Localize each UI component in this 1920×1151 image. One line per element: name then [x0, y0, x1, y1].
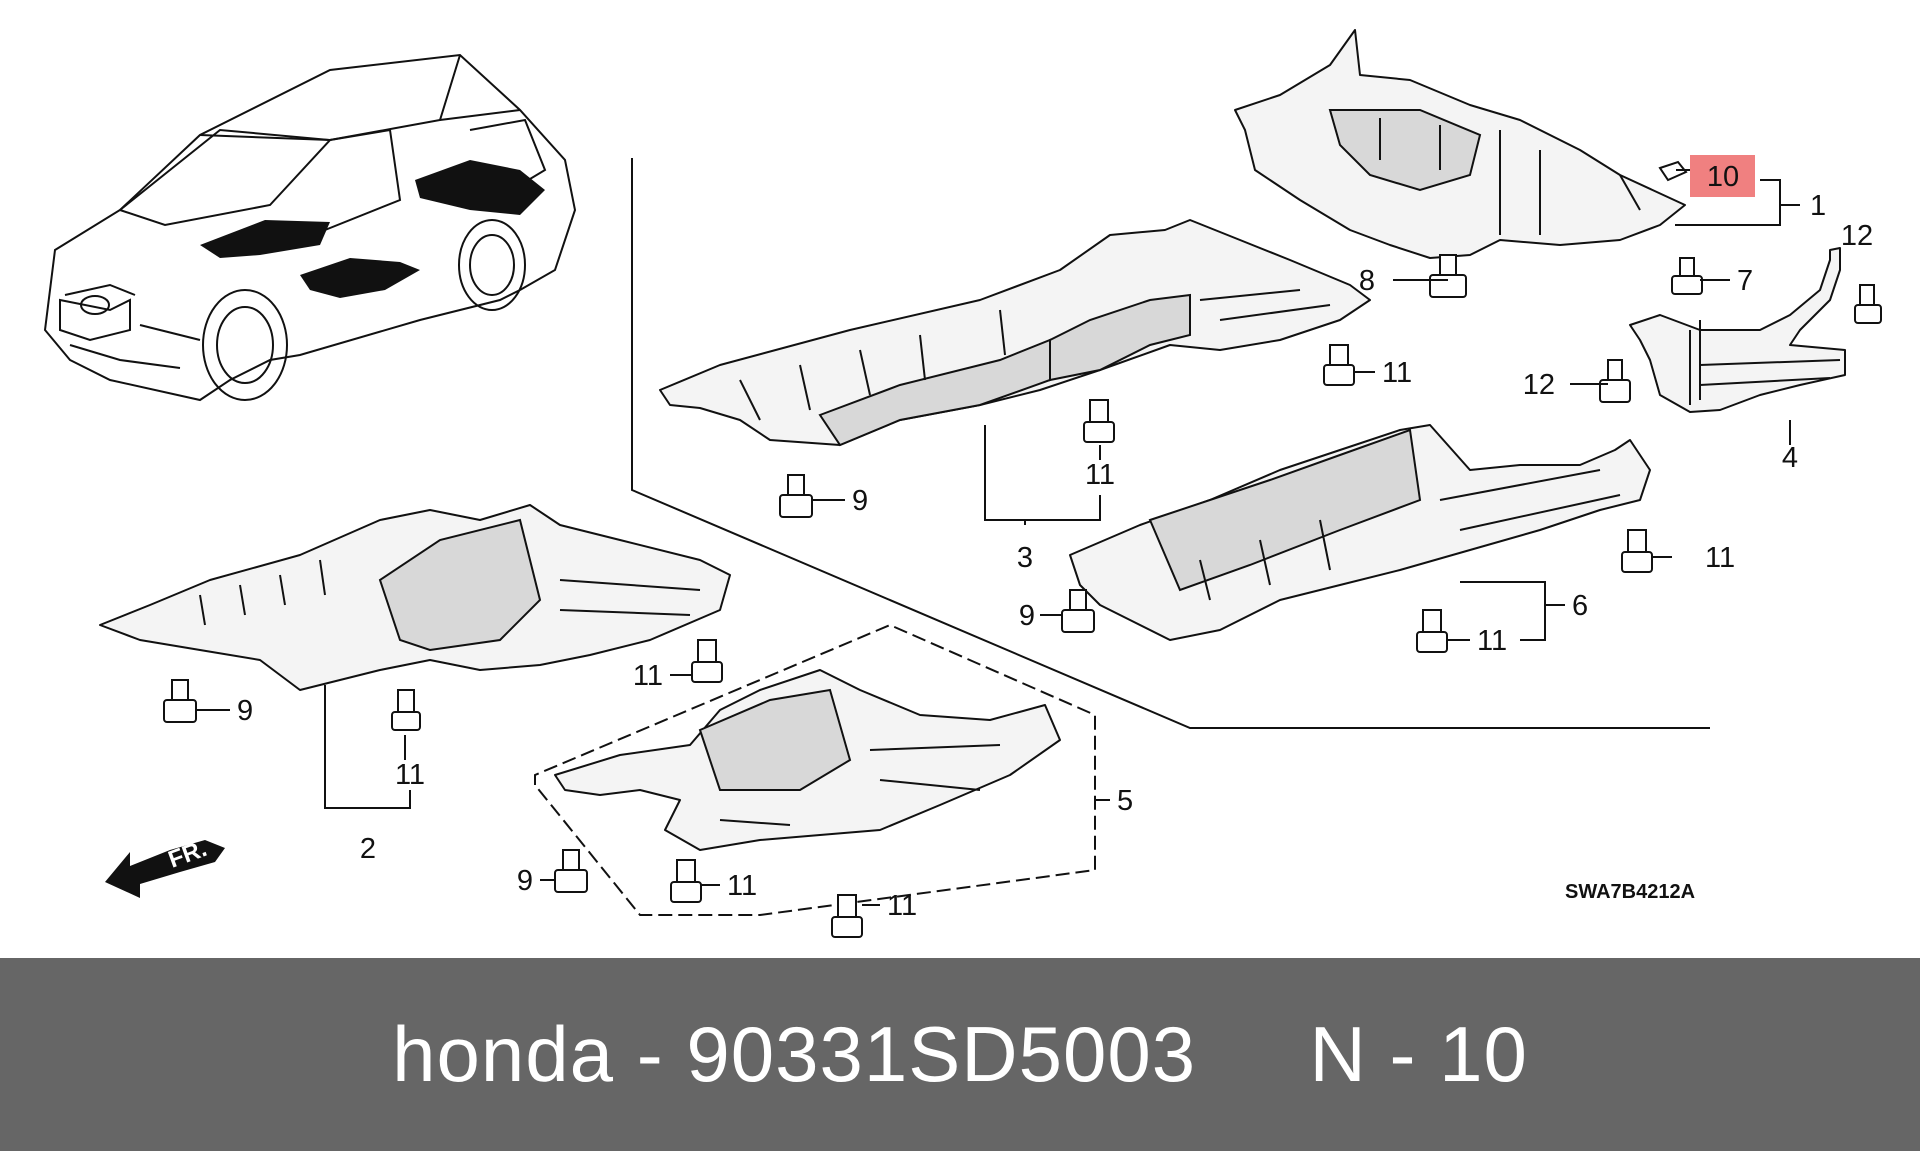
- callout-1: 1: [1810, 190, 1826, 222]
- bolt-12-right: [1854, 284, 1882, 324]
- clip-11-part6: [1416, 609, 1448, 653]
- part-4-bracket: [1629, 247, 1846, 413]
- callout-11-left: 11: [395, 759, 425, 791]
- clip-11-mid: [1083, 399, 1115, 443]
- clip-10: [1658, 160, 1688, 182]
- vehicle-illustration: [43, 53, 577, 402]
- part-6-cover: [1069, 424, 1651, 641]
- callout-12a: 12: [1841, 220, 1873, 252]
- bolt-12-left: [1599, 359, 1631, 403]
- clip-11-part2: [691, 639, 723, 683]
- highlight-box-10: [1690, 155, 1755, 197]
- callout-8: 8: [1359, 265, 1375, 297]
- front-direction-arrow: FR.: [105, 835, 225, 898]
- clip-11-top: [1323, 344, 1355, 386]
- callout-9-center: 9: [852, 485, 868, 517]
- diagram-canvas: 10 1 12 8 7 12 4 11 11 9 3 11 6 9 11 9 1…: [43, 29, 1882, 938]
- callout-9-left: 9: [237, 695, 253, 727]
- part-5-cover: [534, 623, 1096, 916]
- callout-11-right: 11: [1705, 542, 1735, 574]
- leader-lines: [196, 169, 1800, 906]
- clip-11-right: [1621, 529, 1653, 573]
- part-number-caption: honda - 90331SD5003 N - 10: [392, 1010, 1528, 1098]
- bolt-9-center: [779, 474, 813, 518]
- bolt-9-right: [1061, 589, 1095, 633]
- callout-11-bottom-a: 11: [727, 870, 757, 902]
- callout-11-part2: 11: [633, 660, 663, 692]
- clip-11-bottom-a: [670, 859, 702, 903]
- section-boundary: [631, 158, 1710, 729]
- callout-11-part6: 11: [1477, 625, 1507, 657]
- callout-11-bottom-b: 11: [887, 890, 917, 922]
- callout-10: 10: [1707, 161, 1739, 193]
- clip-11-bottom-b: [831, 894, 863, 938]
- part-3-cover: [659, 219, 1371, 447]
- callout-3: 3: [1017, 542, 1033, 574]
- drawing-code: SWA7B4212A: [1565, 881, 1695, 903]
- callout-12b: 12: [1523, 369, 1555, 401]
- parts-diagram: 10 1 12 8 7 12 4 11 11 9 3 11 6 9 11 9 1…: [43, 29, 1882, 938]
- part-1-cover: [1234, 29, 1686, 259]
- callout-2: 2: [360, 833, 376, 865]
- callout-4: 4: [1782, 442, 1798, 474]
- footer-bar: honda - 90331SD5003 N - 10: [0, 958, 1920, 1151]
- callout-6: 6: [1572, 590, 1588, 622]
- bolt-9-left: [163, 679, 197, 723]
- callout-7: 7: [1737, 265, 1753, 297]
- clip-11-left: [391, 689, 421, 731]
- bolt-7: [1671, 257, 1703, 295]
- callout-11-top: 11: [1382, 357, 1412, 389]
- bolt-8: [1429, 254, 1467, 298]
- bolt-9-bottom: [554, 849, 588, 893]
- callout-11-mid: 11: [1085, 459, 1115, 491]
- callout-9-bottom: 9: [517, 865, 533, 897]
- part-2-cover: [99, 504, 731, 691]
- callout-5: 5: [1117, 785, 1133, 817]
- callout-9-right: 9: [1019, 600, 1035, 632]
